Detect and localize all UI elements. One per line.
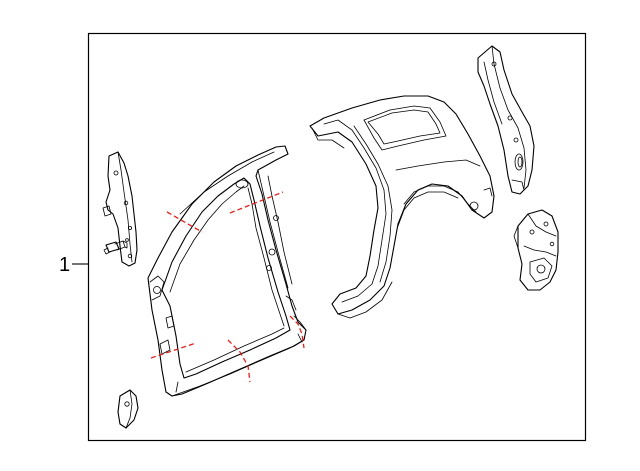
cut-line (227, 339, 251, 383)
rear-pillar-reinforcement-icon (477, 45, 535, 195)
cut-line (289, 315, 305, 349)
cut-lines (150, 191, 305, 383)
quarter-panel-icon (309, 95, 495, 319)
diagram-frame (87, 32, 587, 442)
front-side-panel-icon (147, 145, 307, 397)
hinge-pillar-bracket-icon (102, 151, 138, 267)
callout-number-1: 1 (59, 254, 71, 276)
cut-line (166, 211, 203, 233)
rocker-end-cap-icon (117, 389, 139, 429)
cut-line (229, 191, 284, 214)
cut-line (150, 342, 197, 359)
door-striker-bolt-icon (103, 240, 128, 255)
rear-corner-bracket-icon (513, 209, 559, 291)
